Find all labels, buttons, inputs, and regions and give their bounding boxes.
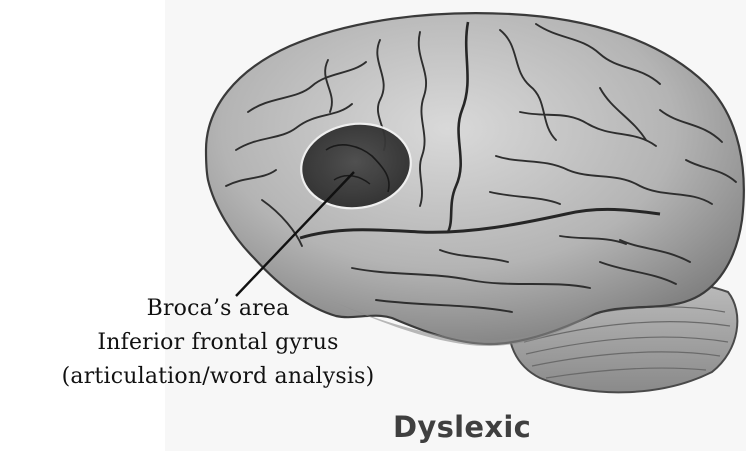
region-name-label: Broca’s area [0, 292, 436, 326]
function-label: (articulation/word analysis) [0, 360, 436, 394]
broca-callout-label: Broca’s area Inferior frontal gyrus (art… [0, 292, 436, 394]
figure-caption: Dyslexic [393, 410, 531, 444]
gyrus-name-label: Inferior frontal gyrus [0, 326, 436, 360]
